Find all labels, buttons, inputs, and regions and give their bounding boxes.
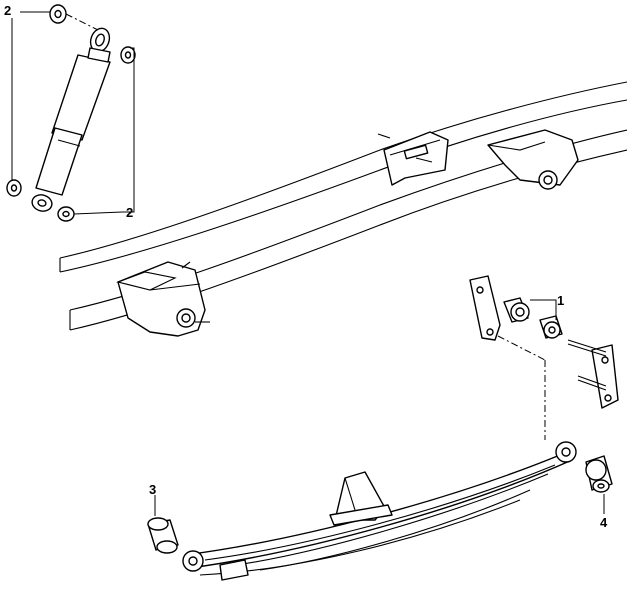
front-eye-bushing xyxy=(147,495,179,554)
rear-eye-bushing xyxy=(585,455,613,514)
shock-absorber xyxy=(31,27,111,212)
bump-stop xyxy=(329,471,393,526)
callout-4: 4 xyxy=(600,515,608,530)
rear-spring-hanger xyxy=(487,129,579,190)
spring-shackle xyxy=(469,275,619,440)
callout-2-leaders xyxy=(11,11,135,215)
leaf-spring xyxy=(182,441,577,581)
callout-2-top: 2 xyxy=(4,3,12,18)
shackle-bushings xyxy=(503,297,563,339)
callout-1: 1 xyxy=(557,293,565,308)
callout-2-bottom: 2 xyxy=(126,205,134,220)
front-spring-hanger xyxy=(116,261,210,337)
callout-3: 3 xyxy=(149,482,157,497)
center-bracket xyxy=(377,131,449,186)
shock-bushings xyxy=(6,4,136,222)
